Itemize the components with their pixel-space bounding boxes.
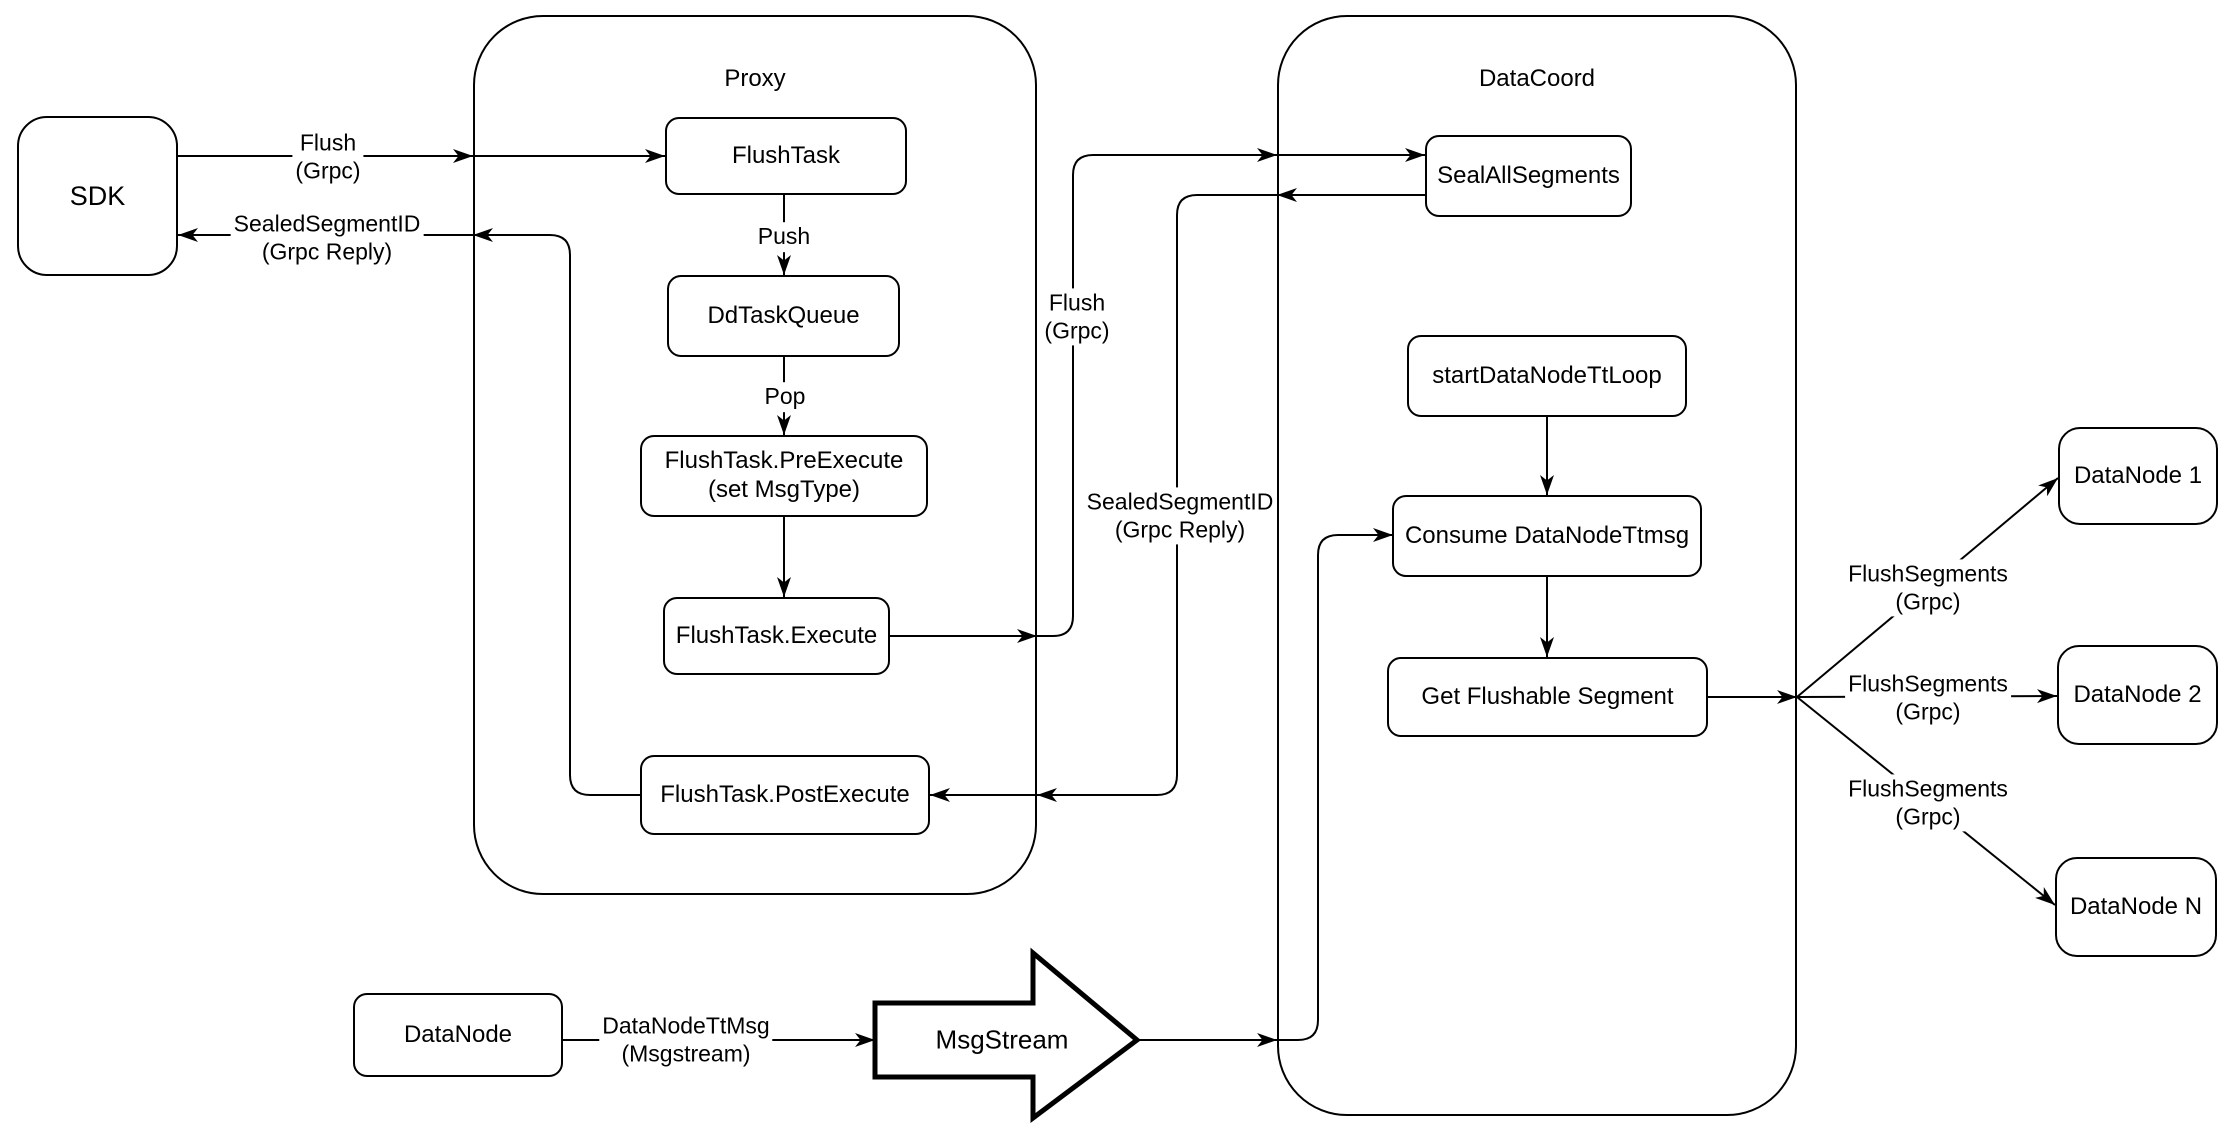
edge-label-flushsegments-2: FlushSegments (Grpc) — [1845, 669, 2011, 727]
edge-label-flushsegments-3: FlushSegments (Grpc) — [1845, 774, 2011, 832]
edge-label-flush-grpc: Flush (Grpc) — [292, 128, 364, 186]
node-sdk: SDK — [17, 116, 178, 276]
node-sealallsegments: SealAllSegments — [1425, 135, 1632, 217]
node-datanode-2: DataNode 2 — [2057, 645, 2218, 745]
node-flushtask-execute: FlushTask.Execute — [663, 597, 890, 675]
edge-label-datanodettmsg: DataNodeTtMsg (Msgstream) — [599, 1011, 773, 1069]
datacoord-container-title: DataCoord — [1478, 65, 1596, 92]
node-datanode-n: DataNode N — [2055, 857, 2217, 957]
edge-label-pop: Pop — [761, 382, 809, 412]
proxy-container-title: Proxy — [724, 65, 786, 92]
node-flushtask-postexecute: FlushTask.PostExecute — [640, 755, 930, 835]
node-flushtask: FlushTask — [665, 117, 907, 195]
edge-label-flushsegments-1: FlushSegments (Grpc) — [1845, 559, 2011, 617]
edge-label-sealedsegmentid-grpc-reply: SealedSegmentID (Grpc Reply) — [230, 209, 424, 267]
node-get-flushable-segment: Get Flushable Segment — [1387, 657, 1708, 737]
node-datanode-1: DataNode 1 — [2058, 427, 2218, 525]
edge-label-sealedsegmentid-riser: SealedSegmentID (Grpc Reply) — [1083, 487, 1277, 545]
node-ddtaskqueue: DdTaskQueue — [667, 275, 900, 357]
node-consume-datanodettmsg: Consume DataNodeTtmsg — [1392, 495, 1702, 577]
edge-label-push: Push — [754, 222, 814, 252]
node-flushtask-preexecute: FlushTask.PreExecute (set MsgType) — [640, 435, 928, 517]
msgstream-label: MsgStream — [935, 1024, 1069, 1055]
node-startdatanodettloop: startDataNodeTtLoop — [1407, 335, 1687, 417]
node-datanode: DataNode — [353, 993, 563, 1077]
edge-label-flush-grpc-riser: Flush (Grpc) — [1041, 288, 1113, 346]
edge-flush-riser — [1037, 148, 1277, 637]
